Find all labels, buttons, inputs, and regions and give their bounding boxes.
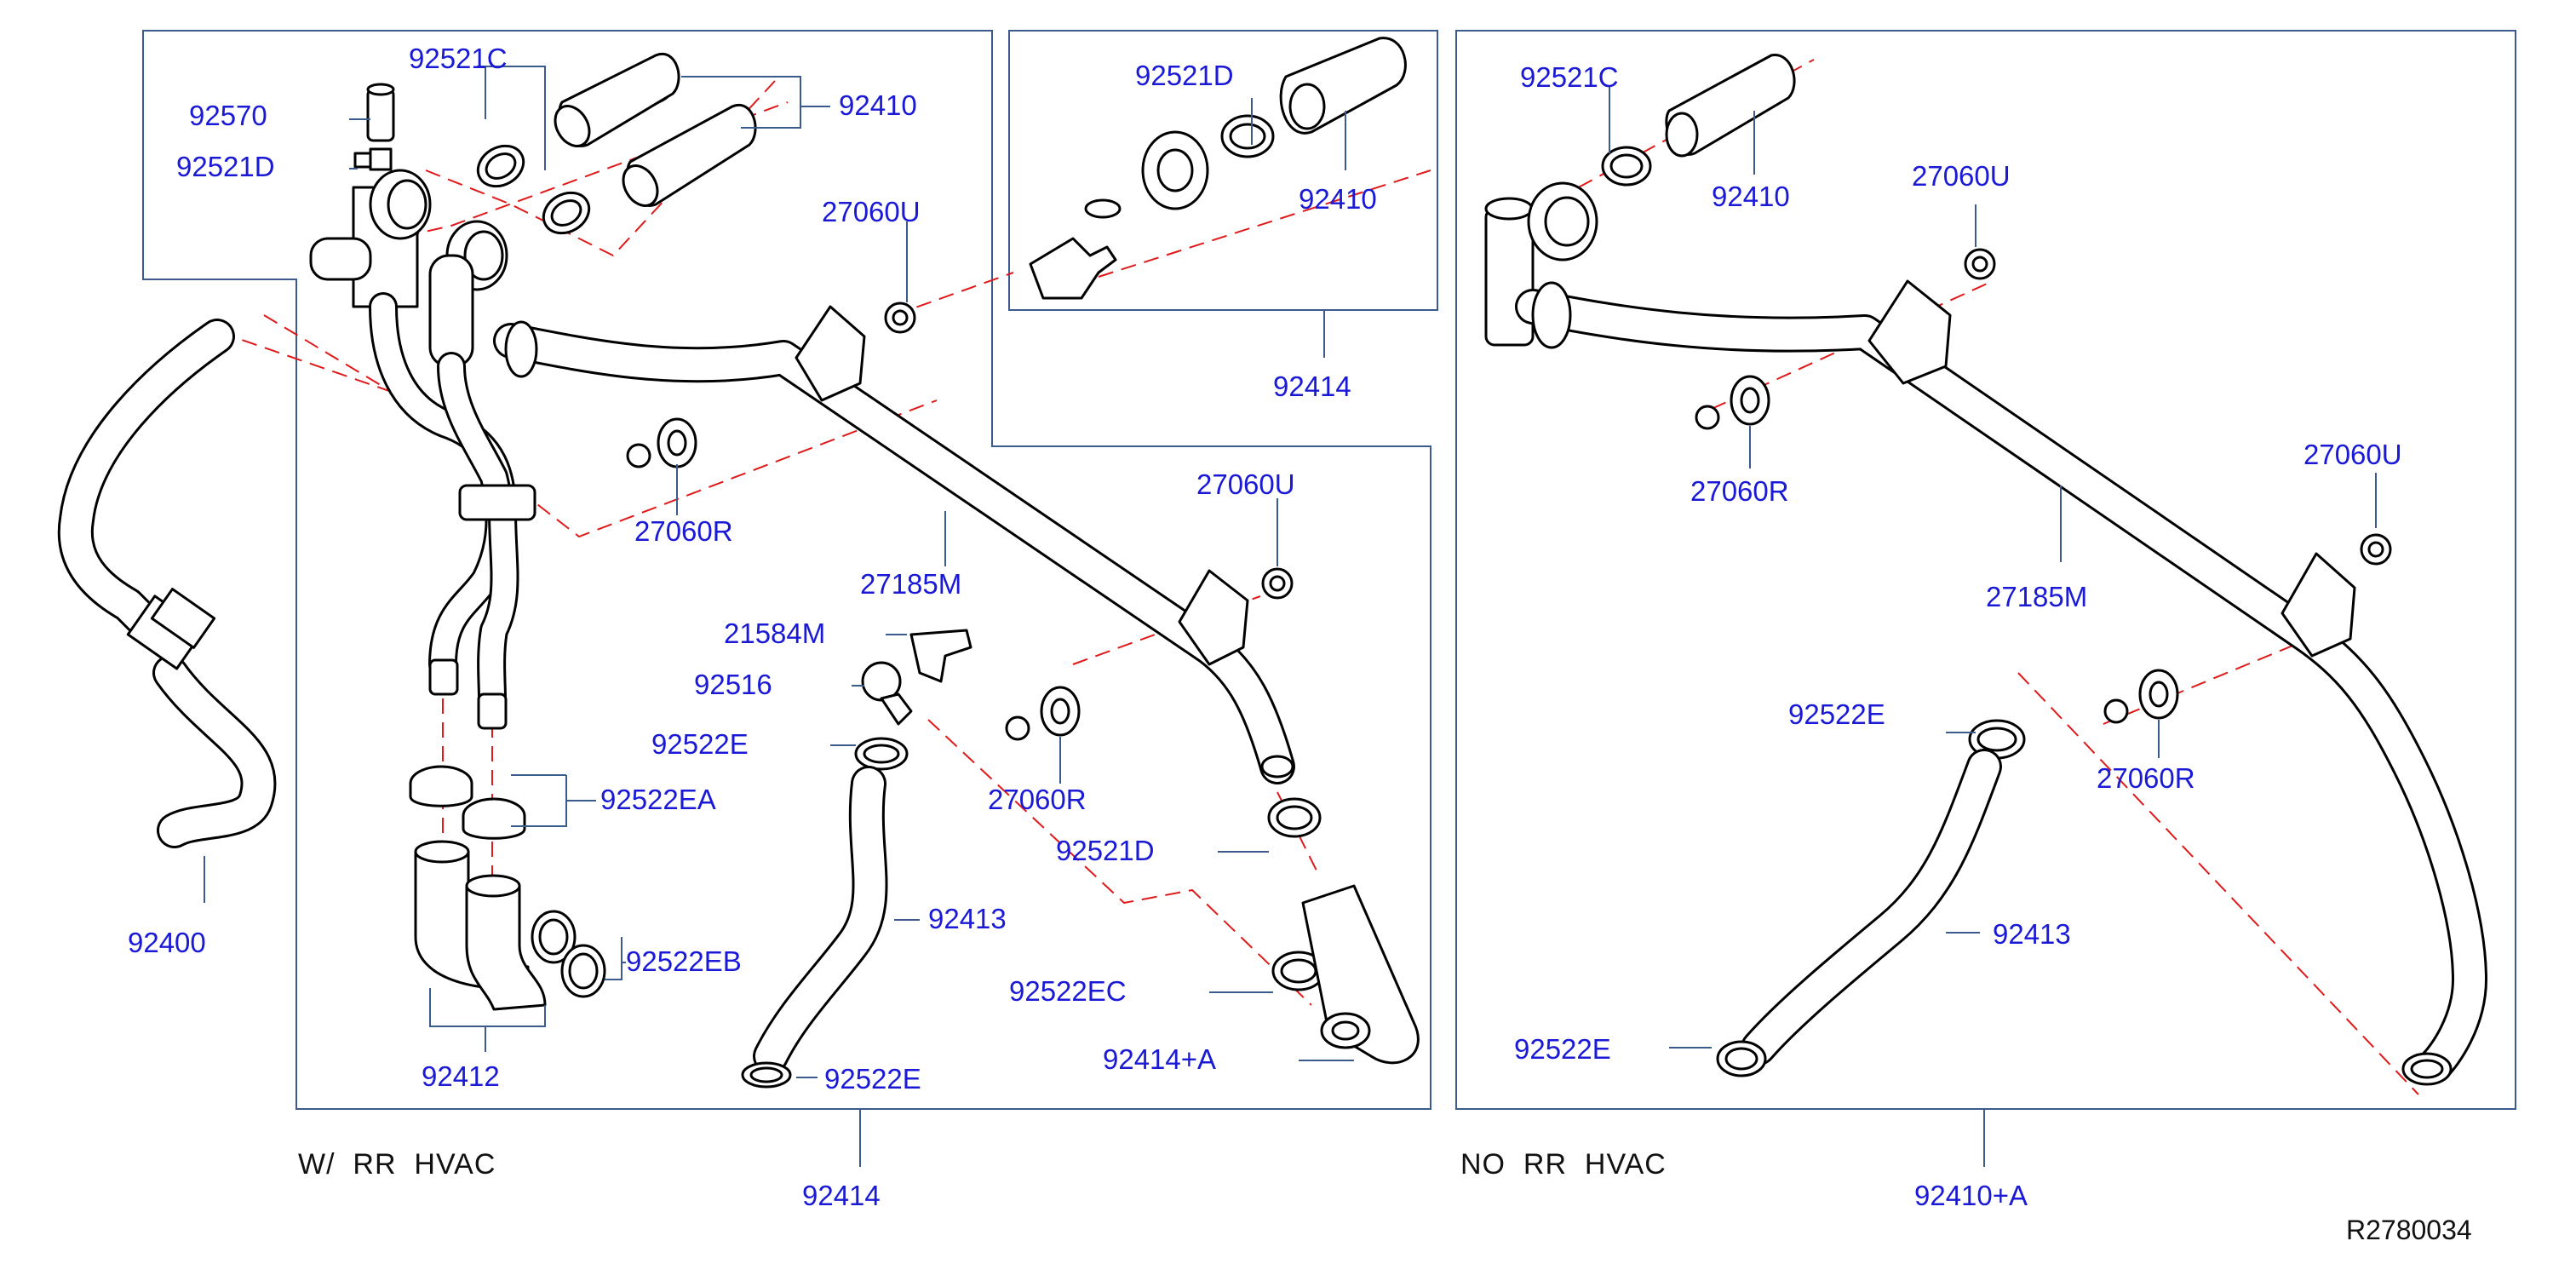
hose-92414A <box>1267 797 1420 1065</box>
inset-detail-frame <box>1008 30 1438 311</box>
label-92522E-upper-left: 92522E <box>651 728 749 760</box>
label-92521D-upper: 92521D <box>176 151 275 182</box>
inset-detail-parts <box>1029 37 1407 300</box>
label-92413-left: 92413 <box>928 903 1007 934</box>
label-21584M: 21584M <box>724 618 825 649</box>
left-assembly-parts <box>57 52 1420 1089</box>
label-92410A: 92410+A <box>1914 1180 2028 1211</box>
label-92414-inset: 92414 <box>1273 371 1351 402</box>
caption-with-rear-hvac: W/ RR HVAC <box>298 1148 496 1181</box>
label-27060R-upper-right: 27060R <box>1690 475 1789 507</box>
pipe-27185M-left <box>493 305 1295 784</box>
label-92521D-lower: 92521D <box>1056 835 1155 866</box>
label-92410-left: 92410 <box>839 89 917 121</box>
grommets-left <box>626 302 1294 741</box>
label-92521D-inset: 92521D <box>1135 60 1234 91</box>
label-92522EB: 92522EB <box>626 945 742 977</box>
label-92400: 92400 <box>128 927 206 958</box>
label-27060U-upper-left: 27060U <box>822 196 921 227</box>
label-92521C-right: 92521C <box>1520 61 1619 93</box>
label-92414A: 92414+A <box>1103 1043 1216 1075</box>
label-27060R-upper-left: 27060R <box>634 515 733 547</box>
valve-body-92570 <box>309 83 508 368</box>
left-assembly-frame <box>142 30 1431 1110</box>
clamps-92521C <box>476 144 591 235</box>
right-assembly-frame <box>1455 30 2516 1110</box>
clamps-92522EA <box>409 765 526 840</box>
label-92414-bottom: 92414 <box>802 1180 881 1211</box>
caption-no-rear-hvac: NO RR HVAC <box>1460 1148 1667 1181</box>
diagram-frames <box>142 30 2516 1110</box>
label-92522E-upper-right: 92522E <box>1788 698 1885 730</box>
label-92410-right: 92410 <box>1712 181 1790 212</box>
hose-92413-left <box>741 629 972 1089</box>
part-labels: 92521C 92570 92521D 92410 27060U 27060R … <box>128 43 2402 1211</box>
leader-lines <box>204 66 2377 1167</box>
label-92522EC: 92522EC <box>1009 975 1127 1007</box>
label-27060U-upper-right: 27060U <box>1912 160 2011 192</box>
label-92521C-left: 92521C <box>409 43 508 74</box>
hoses-92410-left <box>554 52 757 207</box>
label-27060R-lower-right: 27060R <box>2097 762 2195 794</box>
label-27060U-lower-right: 27060U <box>2303 439 2402 470</box>
label-92410-inset: 92410 <box>1299 183 1377 215</box>
label-92522EA: 92522EA <box>600 784 716 815</box>
hoses-92412 <box>414 840 547 1011</box>
label-92413-right: 92413 <box>1993 918 2071 950</box>
clamps-92522EB <box>531 910 606 998</box>
right-assembly-parts <box>1484 54 2487 1086</box>
label-92412: 92412 <box>422 1060 500 1092</box>
captions: W/ RR HVAC NO RR HVAC R2780034 <box>298 1148 2472 1245</box>
hose-92400 <box>57 319 277 848</box>
label-27060U-lower-left: 27060U <box>1196 468 1295 500</box>
label-27185M-left: 27185M <box>860 568 961 600</box>
label-27060R-lower-left: 27060R <box>988 784 1087 815</box>
label-27185M-right: 27185M <box>1986 581 2087 612</box>
label-92516: 92516 <box>694 669 772 700</box>
diagram-reference-number: R2780034 <box>2346 1215 2472 1245</box>
hoses-vertical-left <box>369 292 536 730</box>
label-92570: 92570 <box>189 100 267 131</box>
label-92522E-lower-left: 92522E <box>824 1063 921 1095</box>
label-92522E-lower-right: 92522E <box>1514 1033 1611 1065</box>
